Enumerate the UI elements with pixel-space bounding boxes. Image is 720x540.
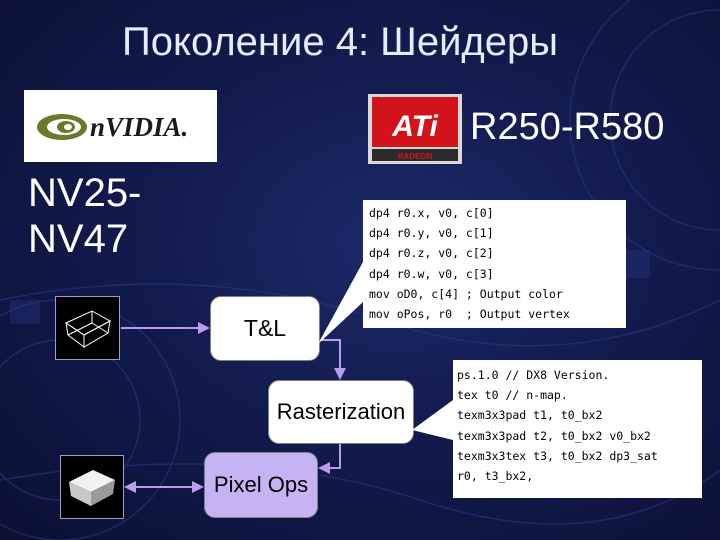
nvidia-logo-text: nVIDIA. bbox=[90, 112, 188, 142]
shaded-box-icon bbox=[69, 470, 115, 506]
wireframe-box-icon bbox=[64, 310, 112, 348]
slide-title: Поколение 4: Шейдеры bbox=[122, 20, 558, 64]
nvidia-logo: nVIDIA. bbox=[24, 90, 217, 162]
wireframe-box-thumbnail bbox=[55, 296, 120, 360]
rasterization-stage-box: Rasterization bbox=[268, 380, 414, 444]
nvidia-range-line2: NV47 bbox=[28, 217, 129, 261]
nvidia-eye-icon: nVIDIA. bbox=[37, 112, 188, 142]
tl-stage-box: T&L bbox=[210, 296, 320, 361]
ati-logo-icon: ATi RADEON bbox=[372, 97, 458, 161]
ati-range-label: R250-R580 bbox=[470, 106, 665, 148]
pixel-shader-code: ps.1.0 // DX8 Version. tex t0 // n-map. … bbox=[453, 360, 702, 498]
shaded-box-thumbnail bbox=[60, 455, 124, 519]
ati-logo: ATi RADEON bbox=[368, 94, 462, 164]
ati-logo-subtext: RADEON bbox=[398, 152, 433, 161]
nvidia-range-line1: NV25- bbox=[28, 171, 142, 215]
pixel-ops-stage-box: Pixel Ops bbox=[204, 452, 318, 518]
ati-logo-text: ATi bbox=[391, 110, 438, 143]
nvidia-range-label: NV25- NV47 bbox=[28, 170, 141, 262]
vertex-shader-code: dp4 r0.x, v0, c[0] dp4 r0.y, v0, c[1] dp… bbox=[363, 200, 626, 328]
